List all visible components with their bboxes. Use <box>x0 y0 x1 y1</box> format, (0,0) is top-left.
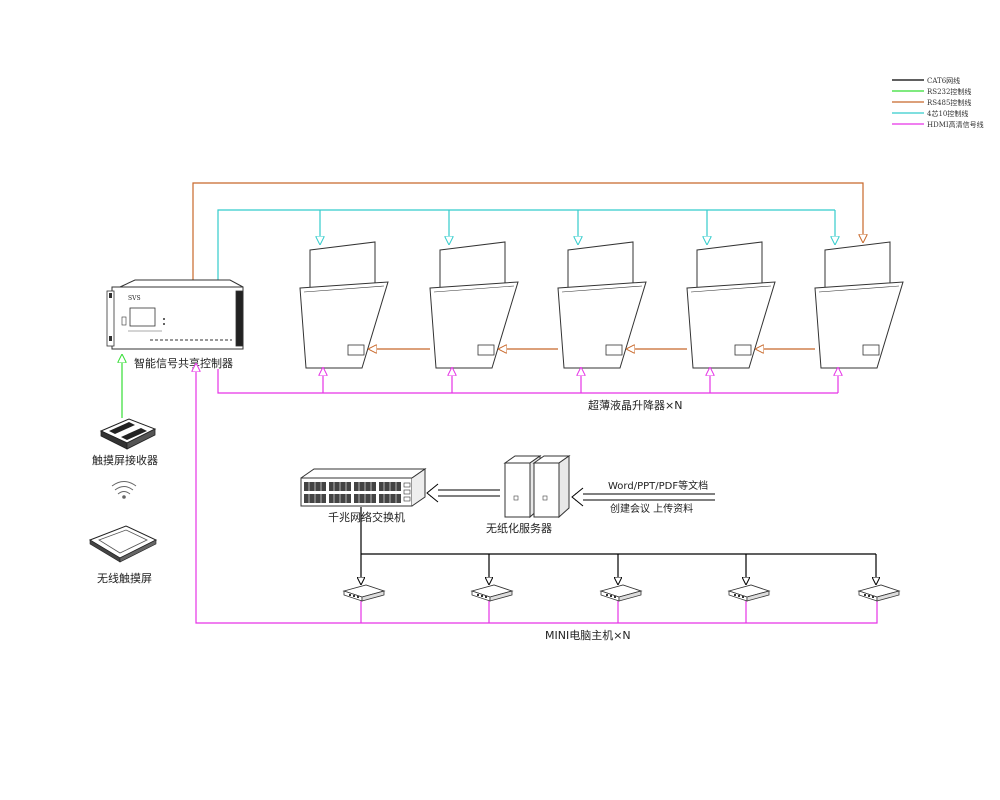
mini-pc-3 <box>599 584 643 602</box>
docs-label-1: Word/PPT/PDF等文档 <box>608 479 708 492</box>
legend-item-4core: 4芯10控制线 <box>892 109 968 118</box>
lifter-5 <box>814 241 904 369</box>
lifter-1 <box>299 241 389 369</box>
touch-receiver <box>99 418 157 450</box>
wireless-touch-screen <box>88 525 158 563</box>
mini-pc-5 <box>857 584 901 602</box>
legend: CAT6网线 RS232控制线 RS485控制线 4芯10控制线 HDMI高清信… <box>892 76 984 129</box>
controller-display <box>129 307 156 327</box>
paperless-server <box>503 455 571 519</box>
legend-label: RS232控制线 <box>927 87 971 96</box>
legend-label: 4芯10控制线 <box>927 109 968 118</box>
lifter-2 <box>429 241 519 369</box>
network-switch <box>300 468 427 507</box>
legend-label: RS485控制线 <box>927 98 971 107</box>
legend-label: HDMI高清信号线 <box>927 120 984 129</box>
lifter-label: 超薄液晶升降器×N <box>588 398 682 412</box>
mini-pc-4 <box>727 584 771 602</box>
mini-pc-label: MINI电脑主机×N <box>545 628 631 642</box>
legend-item-rs232: RS232控制线 <box>892 87 971 96</box>
hdmi-lifter-bus <box>217 368 838 394</box>
mini-pc-2 <box>470 584 514 602</box>
wireless-signal-icon <box>111 481 137 499</box>
mini-pc-1 <box>342 584 386 602</box>
cat6-network-bus <box>361 507 876 584</box>
legend-label: CAT6网线 <box>927 76 960 85</box>
legend-item-hdmi: HDMI高清信号线 <box>892 120 984 129</box>
controller-label: 智能信号共享控制器 <box>134 356 233 370</box>
docs-to-server-link <box>571 487 715 507</box>
hdmi-pc-bus <box>196 364 878 624</box>
wireless-touch-label: 无线触摸屏 <box>97 571 152 585</box>
server-to-switch-link <box>426 483 500 503</box>
legend-item-cat6: CAT6网线 <box>892 76 960 85</box>
control-4core-lines <box>217 209 835 280</box>
signal-controller: SVS <box>106 279 244 350</box>
lifter-4 <box>686 241 776 369</box>
legend-item-rs485: RS485控制线 <box>892 98 971 107</box>
server-label: 无纸化服务器 <box>486 521 552 535</box>
switch-label: 千兆网络交换机 <box>328 510 405 524</box>
lifter-3 <box>557 241 647 369</box>
rs485-top-line <box>192 182 863 280</box>
touch-receiver-label: 触摸屏接收器 <box>92 453 158 467</box>
docs-label-2: 创建会议 上传资料 <box>610 502 693 515</box>
controller-brand: SVS <box>128 295 141 302</box>
